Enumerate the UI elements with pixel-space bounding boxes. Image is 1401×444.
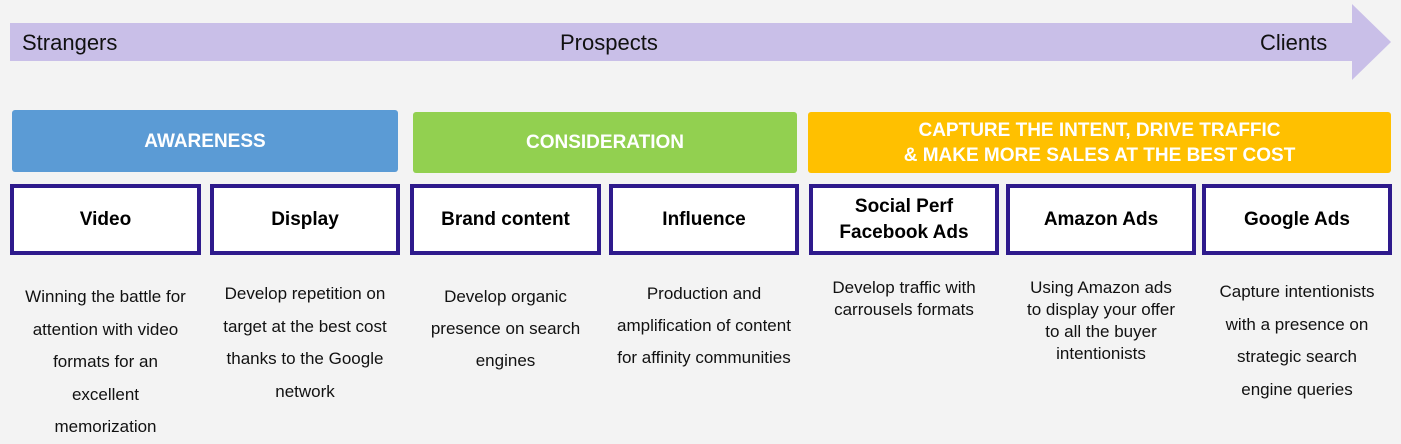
phase-awareness: AWARENESS [12,110,398,172]
description-line: intentionists [1056,344,1146,363]
stage-strangers: Strangers [22,30,118,55]
channel-description: Winning the battle for attention with vid… [0,281,211,444]
channel-description: Develop traffic with carrousels formats [799,277,1009,321]
description-line: memorization [54,417,157,436]
channel-description: Production and amplification of content fo… [599,278,809,374]
channel-description: Using Amazon ads to display your offer to … [996,277,1206,365]
description-line: Production and [646,284,762,303]
channel-name-line: Social Perf [854,195,954,217]
stage-clients: Clients [1260,30,1328,55]
channel-google-ads: Google Ads [1202,184,1392,255]
channel-name-line: Facebook Ads [839,221,969,243]
phase-capture: CAPTURE THE INTENT, DRIVE TRAFFIC & MAKE… [808,112,1391,173]
description-line: engine queries [1241,379,1353,399]
description-line: Capture intentionists [1219,282,1375,301]
description-line: excellent [71,384,140,404]
description-line: for affinity communities [617,348,791,367]
description-line: network [275,381,335,401]
description-line: formats for an [53,352,158,371]
description-line: carrousels formats [834,300,974,319]
journey-arrow-bar [10,23,1353,61]
description-line: with a presence on [1225,314,1369,334]
phase-consideration: CONSIDERATION [413,112,797,173]
description-line: amplification of content [617,316,791,335]
description-line: Develop repetition on [224,284,386,303]
channel-brand-content: Brand content [410,184,601,255]
phase-capture-line: CAPTURE THE INTENT, DRIVE TRAFFIC [918,119,1281,141]
description-line: Develop organic [444,287,567,306]
description-line: Winning the battle for [25,287,186,306]
channel-description: Develop repetition on target at the best … [200,278,410,408]
description-line: Develop traffic with [832,278,976,297]
description-line: attention with video [32,319,179,339]
channel-influence: Influence [609,184,799,255]
description-line: to display your offer [1026,300,1176,319]
description-line: engines [475,351,536,370]
description-line: to all the buyer [1045,322,1157,341]
channel-description: Capture intentionists with a presence on s… [1192,276,1401,406]
phase-capture-line: & MAKE MORE SALES AT THE BEST COST [903,144,1296,166]
description-line: Using Amazon ads [1030,278,1172,297]
channel-display: Display [210,184,400,255]
channel-description: Develop organic presence on search engines [400,281,611,377]
description-line: thanks to the Google [226,349,384,368]
stage-prospects: Prospects [560,30,658,55]
channel-video: Video [10,184,201,255]
journey-arrow-head [1352,4,1391,80]
description-line: presence on search [430,319,581,338]
channel-amazon-ads: Amazon Ads [1006,184,1196,255]
description-line: strategic search [1237,347,1357,366]
channel-social-perf: Social Perf Facebook Ads [809,184,999,255]
description-line: target at the best cost [223,316,387,336]
